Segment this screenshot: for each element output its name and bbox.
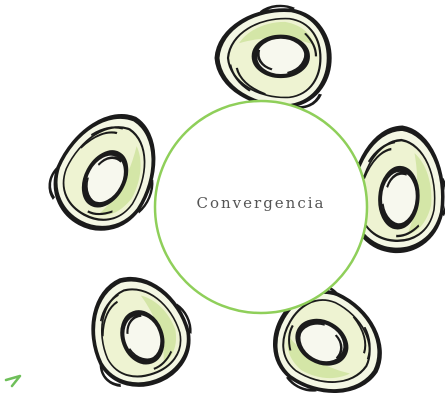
avocado-illustration-top [217,6,329,107]
avocado-illustration-bottom-left [75,263,204,397]
center-label: Convergencia [152,194,370,212]
corner-arrow-icon [6,376,20,386]
